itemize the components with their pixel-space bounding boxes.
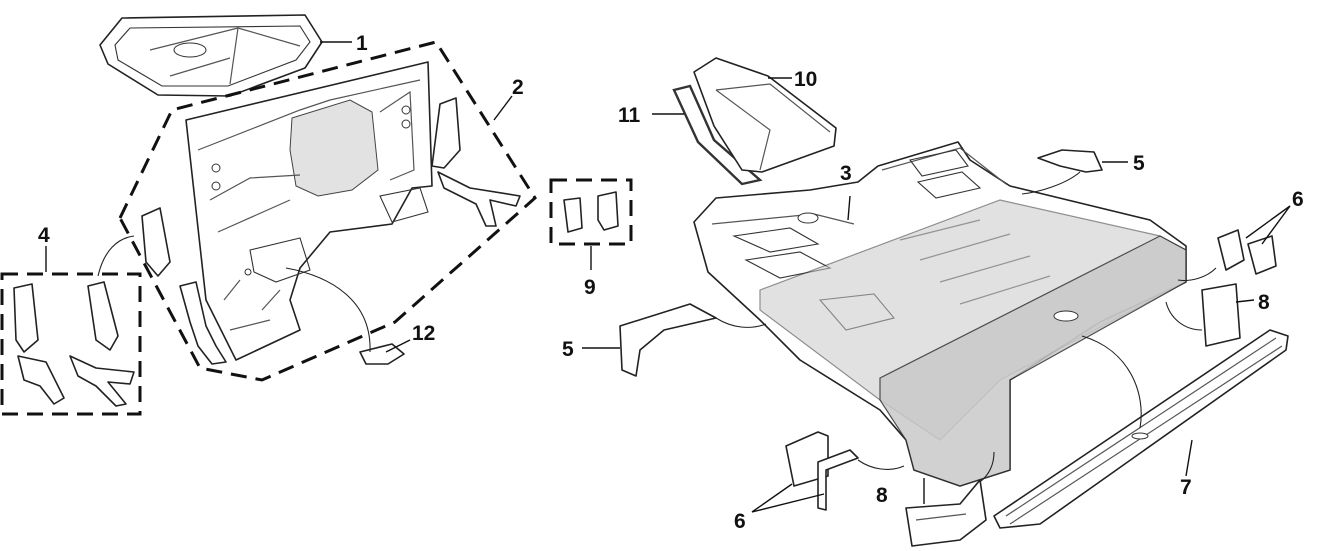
part-5-upper-bracket: [1021, 149, 1103, 195]
callout-11: 11: [618, 104, 641, 127]
callout-8-right: 8: [1258, 291, 1270, 314]
part-2-firewall: [185, 61, 433, 361]
part-1-cowl-panel: [99, 14, 323, 97]
part-7-rocker-rail: [993, 329, 1289, 529]
part-6-upper-brackets: [1177, 229, 1277, 282]
callout-5-upper: 5: [1133, 152, 1145, 175]
callout-1: 1: [356, 32, 368, 55]
part-8-lower-panel: [905, 451, 995, 547]
callout-4: 4: [38, 224, 50, 247]
leader-lines: [45, 41, 1291, 513]
callout-9: 9: [584, 276, 596, 299]
part-4-brackets: [13, 281, 135, 407]
part-4-dashed-box: [0, 272, 142, 416]
part-11-seal: [672, 84, 763, 186]
part-2-side-brackets: [141, 97, 521, 365]
part-9-dashed-box: [549, 178, 633, 246]
callout-7: 7: [1180, 476, 1192, 499]
part-4-flow-arrow: [97, 235, 135, 277]
callout-3: 3: [840, 162, 852, 185]
callout-2: 2: [512, 76, 524, 99]
part-2-dashed-boundary: [118, 40, 537, 382]
callout-10: 10: [794, 68, 817, 91]
callout-12: 12: [412, 322, 435, 345]
callout-6-upper: 6: [1292, 188, 1304, 211]
part-10-cover: [693, 57, 837, 173]
part-9-brackets: [563, 191, 619, 233]
callout-5-lower: 5: [562, 338, 574, 361]
part-5-lower-bracket: [619, 303, 767, 377]
part-6-lower-brackets: [785, 431, 905, 511]
part-12-piece: [285, 267, 405, 365]
callout-6-lower: 6: [734, 510, 746, 533]
part-3-floor-pan: [693, 141, 1187, 487]
callout-8-lower: 8: [876, 484, 888, 507]
part-8-right-panel: [1165, 283, 1241, 347]
